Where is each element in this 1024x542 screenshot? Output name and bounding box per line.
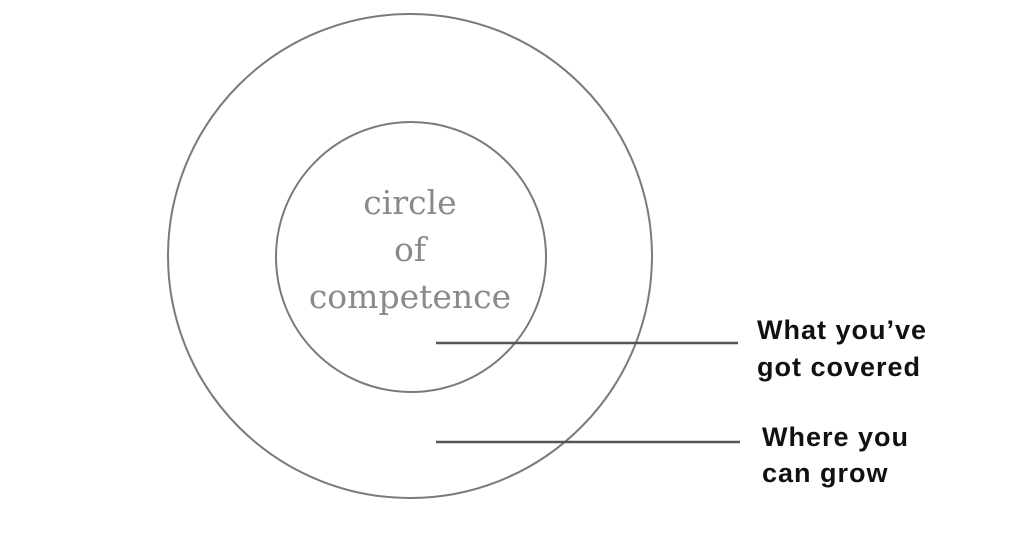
inner-circle [275,121,547,393]
inner-callout-line-2: got covered [757,352,921,382]
center-label-line-3: competence [309,277,511,316]
outer-callout-line-2: can grow [762,458,889,488]
center-label-line-2: of [394,230,429,269]
outer-callout-line-1: Where you [762,422,909,452]
inner-callout-line-1: What you’ve [757,315,927,345]
outer-circle [167,13,653,499]
center-label-line-1: circle [363,183,456,222]
